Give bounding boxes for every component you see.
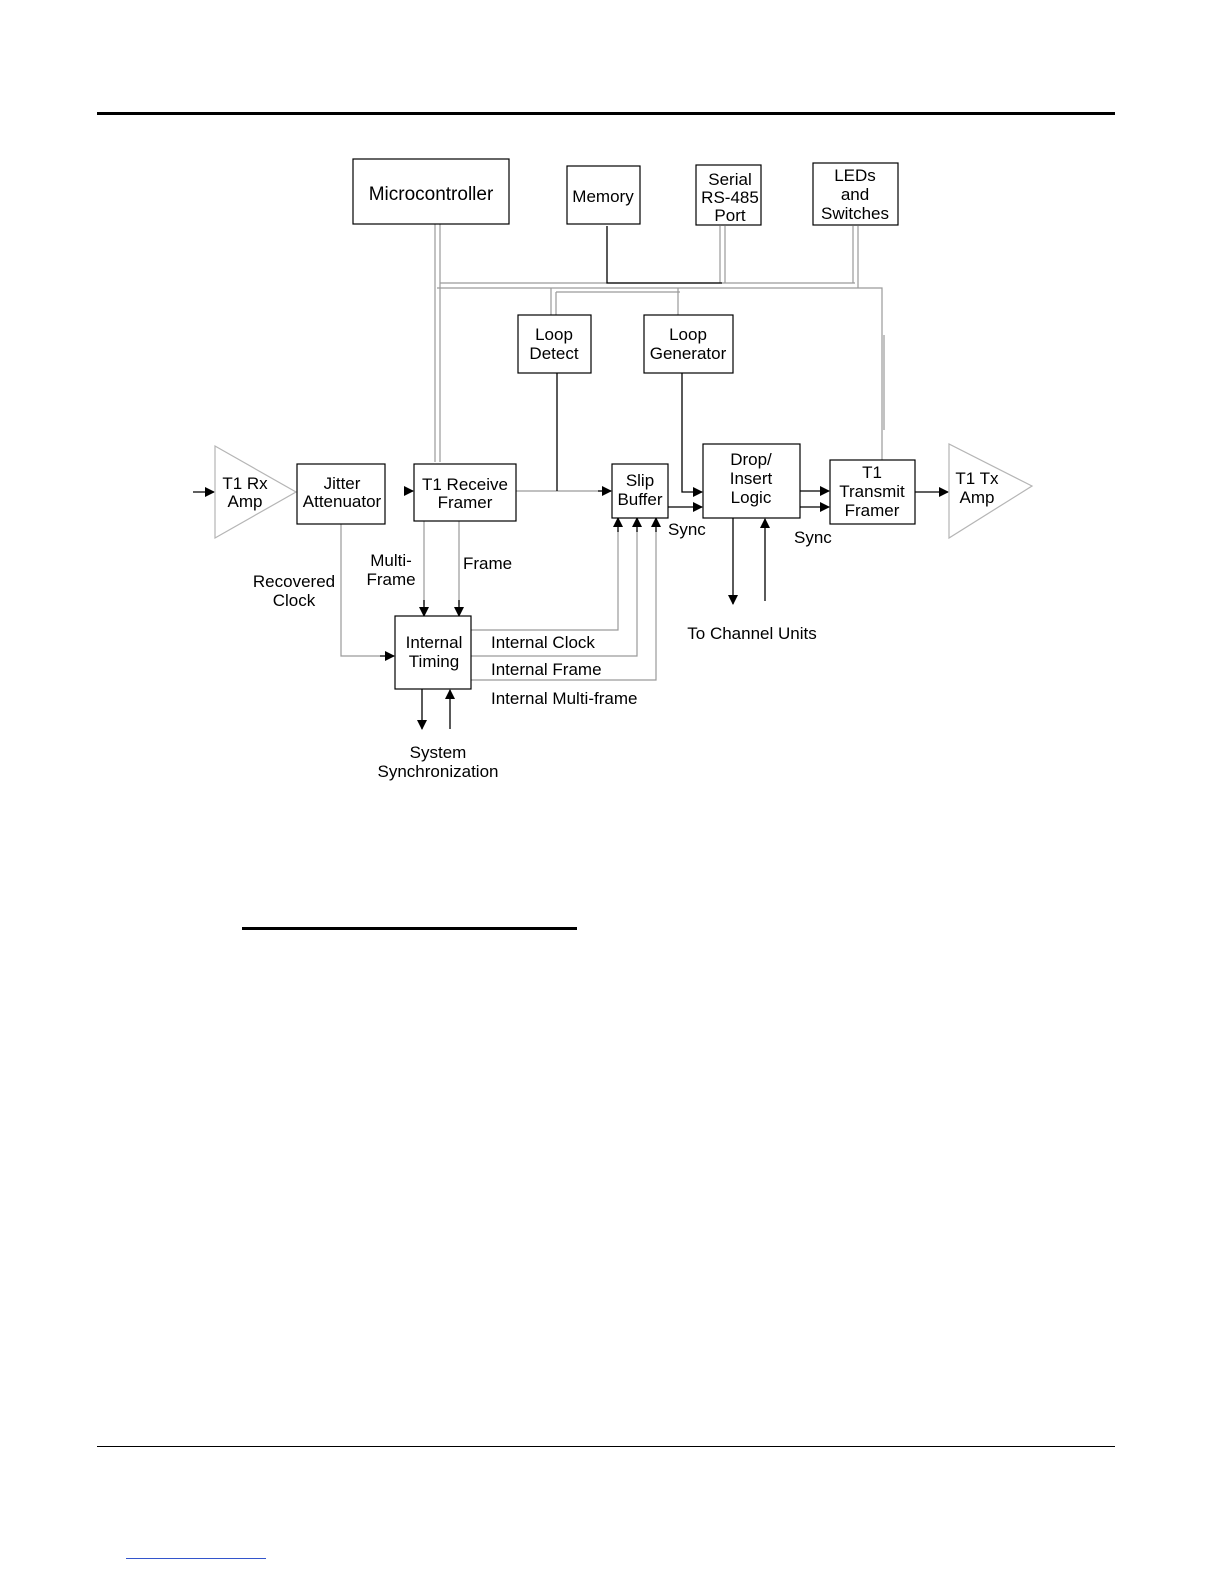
svg-text:T1: T1 [862, 463, 882, 482]
svg-text:T1 Rx: T1 Rx [222, 474, 268, 493]
svg-text:Framer: Framer [845, 501, 900, 520]
internal-multi-frame-label: Internal Multi-frame [491, 689, 637, 708]
svg-text:Memory: Memory [572, 187, 634, 206]
t1-transmit-framer-block: T1 Transmit Framer [829, 459, 916, 525]
drop-insert-logic-block: Drop/ Insert Logic [702, 443, 801, 519]
svg-text:Clock: Clock [273, 591, 316, 610]
recovered-clock-label: Recovered [253, 572, 335, 591]
svg-text:Buffer: Buffer [617, 490, 662, 509]
svg-text:Frame: Frame [366, 570, 415, 589]
loop-generator-block: Loop Generator [643, 314, 734, 374]
svg-text:Insert: Insert [730, 469, 773, 488]
frame-label: Frame [463, 554, 512, 573]
svg-text:Detect: Detect [529, 344, 578, 363]
svg-text:LEDs: LEDs [834, 166, 876, 185]
serial-port-block: Serial RS-485 Port [695, 164, 762, 226]
multi-frame-label: Multi- [370, 551, 412, 570]
svg-text:Switches: Switches [821, 204, 889, 223]
svg-text:Microcontroller: Microcontroller [369, 184, 494, 205]
internal-clock-label: Internal Clock [491, 633, 595, 652]
footer-link-underline [126, 1558, 266, 1559]
signal-lines [193, 373, 949, 730]
footer-rule [97, 1446, 1115, 1447]
svg-text:Attenuator: Attenuator [303, 492, 382, 511]
svg-text:Slip: Slip [626, 471, 654, 490]
svg-text:RS-485: RS-485 [701, 188, 759, 207]
jitter-attenuator-block: Jitter Attenuator [296, 463, 386, 525]
t1-rx-amp-triangle: T1 Rx Amp [214, 444, 298, 540]
svg-text:Synchronization: Synchronization [378, 762, 499, 781]
memory-block: Memory [566, 165, 641, 225]
t1-receive-framer-block: T1 Receive Framer [413, 463, 517, 522]
svg-text:Logic: Logic [731, 488, 772, 507]
system-synchronization-label: System [410, 743, 467, 762]
svg-text:T1 Tx: T1 Tx [955, 469, 999, 488]
svg-text:Port: Port [714, 206, 745, 225]
svg-text:Amp: Amp [228, 492, 263, 511]
signal-labels: Sync Sync Multi- Frame Frame Recovered C… [253, 520, 832, 781]
header-rule [97, 112, 1115, 115]
to-channel-units-label: To Channel Units [687, 624, 816, 643]
section-underline [242, 927, 577, 930]
svg-text:Generator: Generator [650, 344, 727, 363]
svg-text:Internal: Internal [406, 633, 463, 652]
leds-switches-block: LEDs and Switches [812, 162, 899, 226]
svg-text:Jitter: Jitter [324, 474, 361, 493]
t1-tx-amp-triangle: T1 Tx Amp [948, 443, 1034, 540]
slip-buffer-block: Slip Buffer [611, 463, 669, 519]
internal-frame-label: Internal Frame [491, 660, 602, 679]
microcontroller-block: Microcontroller [352, 158, 510, 225]
svg-text:and: and [841, 185, 869, 204]
svg-text:Serial: Serial [708, 170, 751, 189]
control-bus [434, 224, 885, 462]
svg-text:Framer: Framer [438, 493, 493, 512]
svg-text:Timing: Timing [409, 652, 459, 671]
svg-text:Loop: Loop [535, 325, 573, 344]
svg-text:Drop/: Drop/ [730, 450, 772, 469]
svg-text:T1 Receive: T1 Receive [422, 475, 508, 494]
sync-label-transmit: Sync [794, 528, 832, 547]
loop-detect-block: Loop Detect [517, 314, 592, 374]
svg-text:Loop: Loop [669, 325, 707, 344]
internal-timing-block: Internal Timing [394, 615, 472, 690]
sync-label-slip: Sync [668, 520, 706, 539]
svg-text:Transmit: Transmit [839, 482, 905, 501]
svg-text:Amp: Amp [960, 488, 995, 507]
